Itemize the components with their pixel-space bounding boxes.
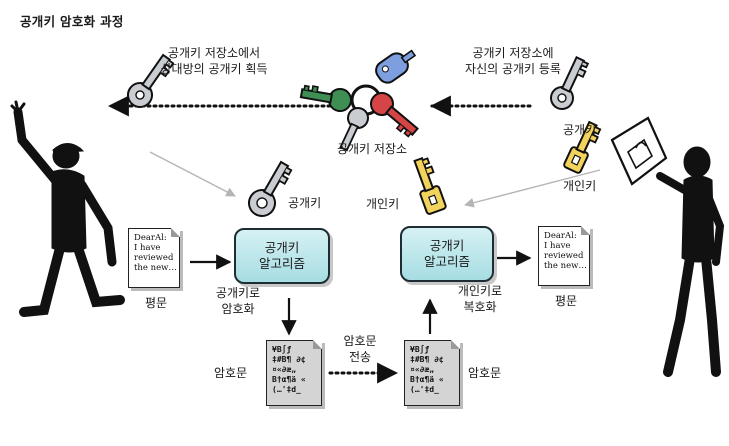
ciphertext-document-left: ¥B∫ƒ ‡#B¶ ∂¢ ¤«∂æ„ B†α¶ä « (…'‡d_ xyxy=(266,340,322,406)
decrypt-caption-line2: 복호화 xyxy=(463,300,497,314)
decrypt-algorithm-box: 공개키 알고리즘 xyxy=(400,226,494,282)
ciphertext-label-left: 암호문 xyxy=(214,366,248,380)
public-key-icon-center xyxy=(248,160,293,217)
arrow-right-person-to-privkey xyxy=(464,169,601,208)
decrypt-caption-line1: 개인키로 xyxy=(457,284,503,298)
right-public-key-label: 공개키 xyxy=(563,123,597,137)
center-public-key-label: 공개키 xyxy=(288,196,322,210)
right-private-key-label: 개인키 xyxy=(563,179,597,193)
plaintext-label-right: 평문 xyxy=(554,294,578,308)
keyring-icon xyxy=(299,49,419,152)
plaintext-label-left: 평문 xyxy=(144,296,168,310)
ciphertext-label-right: 암호문 xyxy=(468,366,502,380)
decrypt-box-line2: 알고리즘 xyxy=(423,254,470,269)
register-public-key-caption-line1: 공개키 저장소에 xyxy=(472,46,554,60)
get-public-key-caption-line1: 공개키 저장소에서 xyxy=(167,46,261,60)
register-public-key-caption-line2: 자신의 공개키 등록 xyxy=(465,62,561,76)
sender-person-icon xyxy=(10,100,125,317)
ciphertext-document-right: ¥B∫ƒ ‡#B¶ ∂¢ ¤«∂æ„ B†α¶ä « (…'‡d_ xyxy=(404,340,460,406)
private-key-icon-center xyxy=(413,156,447,215)
decrypt-box-line1: 공개키 xyxy=(429,238,465,253)
transfer-caption-line1: 암호문 xyxy=(343,334,377,348)
transfer-caption-line2: 전송 xyxy=(348,350,372,364)
encrypt-box-line1: 공개키 xyxy=(264,240,300,255)
receiver-person-icon xyxy=(656,146,725,377)
get-public-key-caption-line2: 상대방의 공개키 획득 xyxy=(160,62,268,76)
encrypt-caption-line1: 공개키로 xyxy=(215,286,261,300)
lock-sign-icon xyxy=(610,116,668,186)
encrypt-box-line2: 알고리즘 xyxy=(258,256,305,271)
encrypt-algorithm-box: 공개키 알고리즘 xyxy=(234,228,330,284)
public-key-icon-left xyxy=(127,53,175,108)
center-private-key-label: 개인키 xyxy=(366,197,400,211)
plaintext-document-right: DearAl: I have reviewed the new… xyxy=(538,226,590,286)
encrypt-caption-line2: 암호화 xyxy=(221,302,255,316)
public-key-icon-right xyxy=(550,56,590,110)
private-key-icon-right xyxy=(563,120,602,174)
arrow-left-person-to-key xyxy=(149,151,236,197)
page-title: 공개키 암호화 과정 xyxy=(20,14,124,29)
keystore-label: 공개키 저장소 xyxy=(336,142,408,156)
plaintext-document-left: DearAl: I have reviewed the new… xyxy=(128,228,180,288)
